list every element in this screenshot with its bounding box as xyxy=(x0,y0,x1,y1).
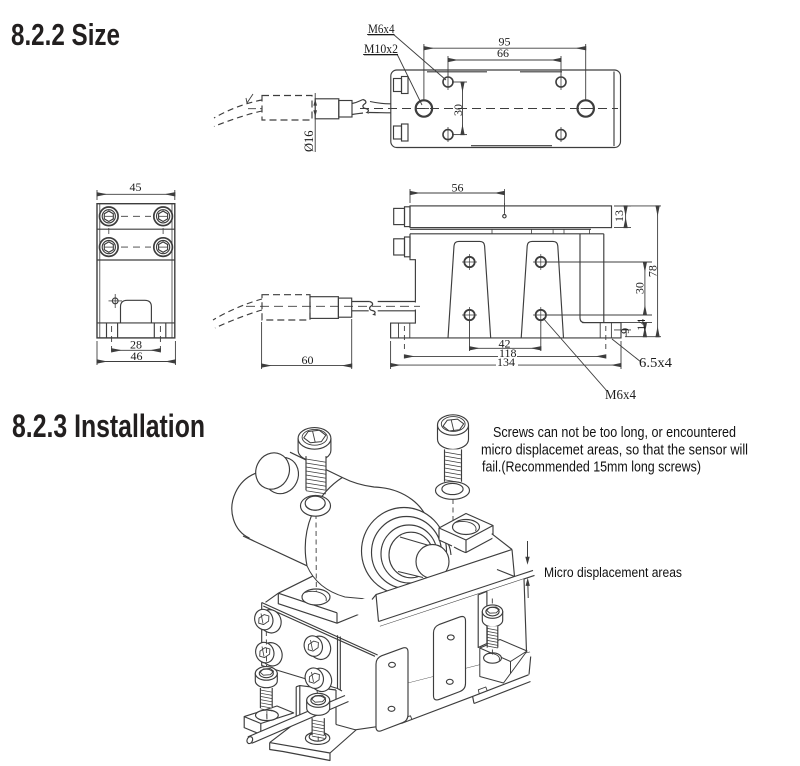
svg-text:134: 134 xyxy=(497,355,515,369)
svg-text:118: 118 xyxy=(499,346,517,360)
svg-text:28: 28 xyxy=(130,338,142,352)
svg-text:42: 42 xyxy=(499,336,511,350)
svg-text:56: 56 xyxy=(452,181,464,195)
svg-text:46: 46 xyxy=(131,349,143,363)
svg-text:78: 78 xyxy=(645,265,659,277)
svg-text:8.2.2 Size: 8.2.2 Size xyxy=(11,17,120,52)
svg-text:9: 9 xyxy=(618,328,632,334)
svg-text:micro displacemet areas, so t: micro displacemet areas, so that the sen… xyxy=(481,442,748,459)
svg-text:Micro displacement areas: Micro displacement areas xyxy=(544,565,682,580)
svg-text:13: 13 xyxy=(612,210,626,222)
svg-text:95: 95 xyxy=(499,35,511,49)
svg-text:fail.(Recommended 15mm long sc: fail.(Recommended 15mm long screws) xyxy=(482,459,701,476)
svg-text:6.5x4: 6.5x4 xyxy=(639,355,672,370)
svg-text:30: 30 xyxy=(632,282,646,294)
svg-text:M6x4: M6x4 xyxy=(605,387,636,402)
svg-text:60: 60 xyxy=(302,353,314,367)
svg-text:14: 14 xyxy=(634,319,648,331)
svg-text:M10x2: M10x2 xyxy=(364,41,398,56)
svg-text:Screws can not be too long, or: Screws can not be too long, or encounter… xyxy=(493,424,736,441)
svg-text:Ø16: Ø16 xyxy=(302,130,316,152)
svg-text:30: 30 xyxy=(451,104,465,116)
svg-text:66: 66 xyxy=(497,46,509,60)
svg-text:M6x4: M6x4 xyxy=(368,21,395,36)
svg-text:8.2.3 Installation: 8.2.3 Installation xyxy=(12,408,205,444)
svg-text:45: 45 xyxy=(130,180,142,194)
